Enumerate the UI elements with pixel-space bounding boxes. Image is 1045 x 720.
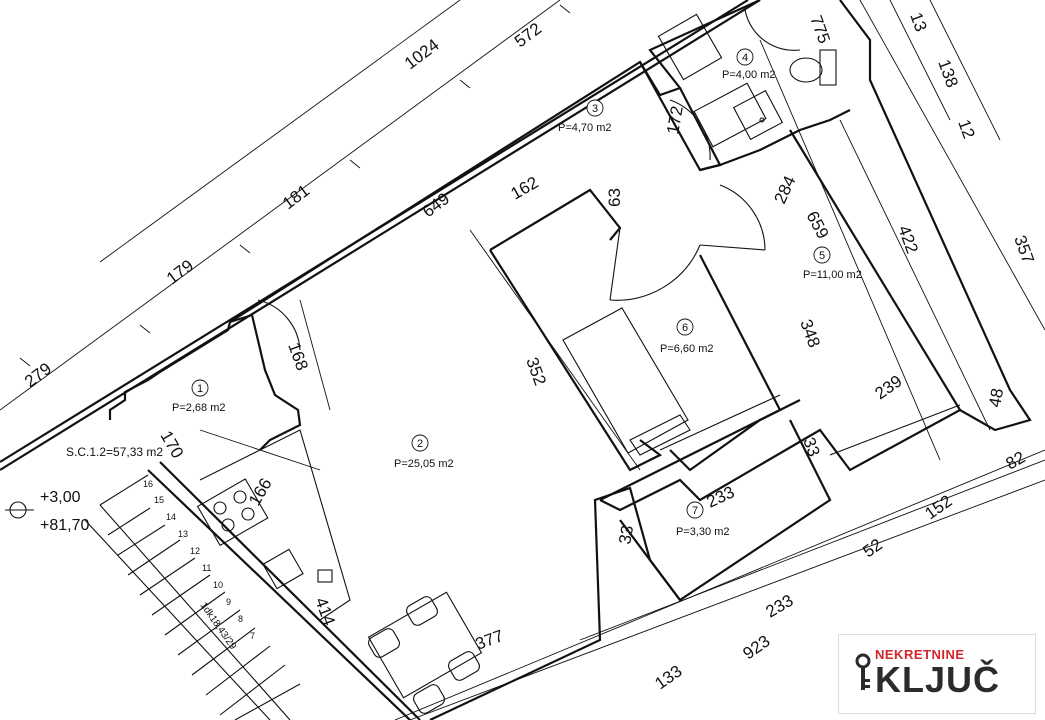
dim-13: 13 xyxy=(906,10,930,34)
dim-233b: 233 xyxy=(763,591,797,622)
room-5-marker xyxy=(813,246,831,264)
stair-num-7: 7 xyxy=(250,631,255,641)
room-3-marker xyxy=(586,99,604,117)
stairs-note: 1dk18,43/29 xyxy=(198,600,239,652)
stair-num-10: 10 xyxy=(213,580,223,590)
dim-352: 352 xyxy=(522,355,550,388)
level-top: +3,00 xyxy=(40,489,81,506)
dim-138: 138 xyxy=(934,57,962,90)
dim-12: 12 xyxy=(954,117,978,141)
room-6-area: P=6,60 m2 xyxy=(660,343,714,355)
room-4-area: P=4,00 m2 xyxy=(722,69,776,81)
stair-num-9: 9 xyxy=(226,597,231,607)
dim-284: 284 xyxy=(770,173,799,207)
dim-179: 179 xyxy=(163,256,197,288)
dim-166: 166 xyxy=(245,475,276,509)
room-6-number: 6 xyxy=(682,322,688,334)
logo-top-text: NEKRETNINE xyxy=(875,647,965,662)
interior-walls xyxy=(489,82,961,602)
stair-num-14: 14 xyxy=(166,512,176,522)
furniture xyxy=(196,13,837,714)
room-2-marker xyxy=(411,434,429,452)
stair-num-11: 11 xyxy=(202,563,211,573)
dim-1024: 1024 xyxy=(401,35,443,73)
room-4-marker xyxy=(736,48,754,66)
dim-923: 923 xyxy=(739,631,773,663)
logo-main-text: KLJUČ xyxy=(875,659,1001,700)
dim-279: 279 xyxy=(21,359,55,391)
dim-357: 357 xyxy=(1010,233,1038,266)
room-5-area: P=11,00 m2 xyxy=(803,269,862,281)
dim-63: 63 xyxy=(605,188,624,207)
dim-233a: 233 xyxy=(704,482,738,511)
room-7-number: 7 xyxy=(692,505,698,517)
dim-181: 181 xyxy=(279,181,313,213)
room-5-number: 5 xyxy=(819,250,825,262)
room-1-marker xyxy=(191,379,209,397)
key-icon xyxy=(855,653,871,690)
room-2-number: 2 xyxy=(417,438,423,450)
dim-572: 572 xyxy=(511,19,545,51)
stair-num-13: 13 xyxy=(178,529,188,539)
stairs xyxy=(84,474,301,720)
room-1-area: P=2,68 m2 xyxy=(172,402,226,414)
room-7-marker xyxy=(686,501,704,519)
dim-377: 377 xyxy=(473,626,506,654)
dim-659: 659 xyxy=(802,208,832,242)
total-area: S.C.1.2=57,33 m2 xyxy=(66,445,163,459)
room-4-number: 4 xyxy=(742,52,748,64)
dim-82: 82 xyxy=(1003,448,1029,474)
stair-num-8: 8 xyxy=(238,614,243,624)
room-labels: 1 P=2,68 m2 2 P=25,05 m2 3 P=4,70 m2 4 P… xyxy=(172,48,862,538)
dim-162: 162 xyxy=(508,173,542,204)
dim-48: 48 xyxy=(985,387,1007,409)
dim-775: 775 xyxy=(806,13,834,46)
dim-422: 422 xyxy=(894,223,922,256)
stair-num-15: 15 xyxy=(154,495,164,505)
dim-133: 133 xyxy=(651,661,685,693)
annotations: S.C.1.2=57,33 m2 +3,00 +81,70 1dk18,43/2… xyxy=(5,445,255,652)
dim-172: 172 xyxy=(663,104,687,135)
dim-52: 52 xyxy=(859,535,885,561)
room-3-area: P=4,70 m2 xyxy=(558,122,612,134)
dim-168: 168 xyxy=(284,340,312,373)
dim-33a: 33 xyxy=(799,435,823,459)
stair-num-12: 12 xyxy=(190,546,200,556)
dim-33b: 33 xyxy=(615,524,637,546)
dim-348: 348 xyxy=(796,317,824,350)
room-1-number: 1 xyxy=(197,383,203,395)
door-swings xyxy=(257,9,801,351)
stair-num-16: 16 xyxy=(143,479,153,489)
dim-414: 414 xyxy=(311,595,339,628)
level-bottom: +81,70 xyxy=(40,517,89,534)
brand-logo: NEKRETNINE KLJUČ xyxy=(838,634,1036,714)
room-2-area: P=25,05 m2 xyxy=(394,458,454,470)
room-7-area: P=3,30 m2 xyxy=(676,526,730,538)
room-6-marker xyxy=(676,318,694,336)
room-3-number: 3 xyxy=(592,103,598,115)
dim-239: 239 xyxy=(871,371,905,403)
